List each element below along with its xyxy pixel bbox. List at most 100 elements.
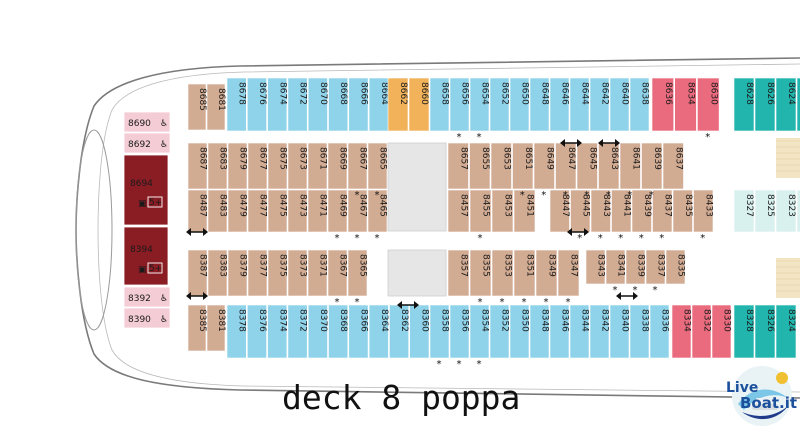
cabin-8383[interactable]: 8383	[207, 249, 228, 297]
cabin-8692[interactable]: 8692♿	[123, 132, 171, 154]
cabin-8642[interactable]: 8642	[589, 77, 610, 132]
cabin-8643[interactable]: 8643	[598, 142, 620, 190]
cabin-8679[interactable]: 8679	[227, 142, 248, 190]
cabin-8334[interactable]: 8334	[671, 304, 692, 359]
cabin-8455[interactable]: 8455	[469, 189, 492, 233]
cabin-8341[interactable]: 8341	[605, 249, 626, 285]
cabin-8360[interactable]: 8360	[409, 304, 430, 359]
cabin-8479[interactable]: 8479	[227, 189, 248, 233]
cabin-8390[interactable]: 8390♿	[123, 307, 171, 329]
cabin-8323[interactable]: 8323	[775, 189, 797, 233]
cabin-8392[interactable]: 8392♿	[123, 286, 171, 308]
cabin-8653[interactable]: 8653	[490, 142, 512, 190]
cabin-8644[interactable]: 8644	[569, 77, 590, 132]
cabin-8368[interactable]: 8368	[328, 304, 349, 359]
cabin-8373[interactable]: 8373	[287, 249, 308, 297]
cabin-8325[interactable]: 8325	[754, 189, 776, 233]
cabin-8656[interactable]: 8656	[449, 77, 470, 132]
cabin-8475[interactable]: 8475	[267, 189, 288, 233]
cabin-8339[interactable]: 8339	[625, 249, 646, 285]
cabin-8437[interactable]: 8437	[652, 189, 673, 233]
cabin-8342[interactable]: 8342	[589, 304, 610, 359]
cabin-8690[interactable]: 8690♿	[123, 111, 171, 133]
cabin-8624[interactable]: 8624	[775, 77, 797, 132]
cabin-8626[interactable]: 8626	[754, 77, 776, 132]
cabin-8385[interactable]: 8385	[187, 304, 207, 352]
cabin-8371[interactable]: 8371	[307, 249, 328, 297]
cabin-8622[interactable]: 8622	[796, 77, 800, 132]
cabin-8678[interactable]: 8678	[226, 77, 247, 132]
cabin-8674[interactable]: 8674	[267, 77, 288, 132]
suite-8694[interactable]: 8694▣5+	[123, 154, 169, 226]
cabin-8652[interactable]: 8652	[489, 77, 510, 132]
cabin-8357[interactable]: 8357	[447, 249, 470, 297]
suite-8394[interactable]: 8394▣5+	[123, 226, 169, 286]
cabin-8433[interactable]: 8433	[693, 189, 714, 233]
cabin-8362[interactable]: 8362	[389, 304, 409, 359]
cabin-8457[interactable]: 8457	[447, 189, 470, 233]
cabin-8336[interactable]: 8336	[649, 304, 670, 359]
cabin-8441[interactable]: 8441	[611, 189, 632, 233]
cabin-8340[interactable]: 8340	[609, 304, 630, 359]
cabin-8321[interactable]: 8321	[796, 189, 800, 233]
cabin-8365[interactable]: 8365	[347, 249, 368, 297]
cabin-8335[interactable]: 8335	[665, 249, 686, 285]
cabin-8668[interactable]: 8668	[328, 77, 349, 132]
cabin-8673[interactable]: 8673	[287, 142, 308, 190]
cabin-8375[interactable]: 8375	[267, 249, 288, 297]
cabin-8683[interactable]: 8683	[207, 142, 228, 190]
cabin-8358[interactable]: 8358	[429, 304, 450, 359]
cabin-8343[interactable]: 8343	[585, 249, 606, 285]
cabin-8648[interactable]: 8648	[529, 77, 550, 132]
cabin-8639[interactable]: 8639	[641, 142, 663, 190]
cabin-8324[interactable]: 8324	[775, 304, 797, 359]
cabin-8379[interactable]: 8379	[227, 249, 248, 297]
cabin-8658[interactable]: 8658	[429, 77, 450, 132]
cabin-8377[interactable]: 8377	[247, 249, 268, 297]
cabin-8670[interactable]: 8670	[307, 77, 328, 132]
cabin-8646[interactable]: 8646	[549, 77, 570, 132]
cabin-8487[interactable]: 8487	[187, 189, 208, 233]
cabin-8651[interactable]: 8651	[512, 142, 534, 190]
cabin-8477[interactable]: 8477	[247, 189, 268, 233]
cabin-8685[interactable]: 8685	[187, 83, 207, 131]
cabin-8355[interactable]: 8355	[469, 249, 492, 297]
cabin-8443[interactable]: 8443	[590, 189, 611, 233]
cabin-8351[interactable]: 8351	[513, 249, 536, 297]
cabin-8630[interactable]: 8630	[697, 77, 720, 132]
cabin-8473[interactable]: 8473	[287, 189, 308, 233]
cabin-8337[interactable]: 8337	[645, 249, 666, 285]
cabin-8662[interactable]: 8662	[387, 77, 409, 132]
cabin-8374[interactable]: 8374	[267, 304, 288, 359]
cabin-8465[interactable]: 8465	[367, 189, 388, 233]
cabin-8667[interactable]: 8667	[347, 142, 368, 190]
cabin-8665[interactable]: 8665	[367, 142, 388, 190]
cabin-8435[interactable]: 8435	[672, 189, 693, 233]
cabin-8666[interactable]: 8666	[348, 77, 369, 132]
cabin-8638[interactable]: 8638	[629, 77, 650, 132]
cabin-8328[interactable]: 8328	[733, 304, 755, 359]
cabin-8647[interactable]: 8647	[555, 142, 577, 190]
cabin-8376[interactable]: 8376	[247, 304, 267, 359]
cabin-8669[interactable]: 8669	[327, 142, 348, 190]
cabin-8353[interactable]: 8353	[491, 249, 514, 297]
cabin-8660[interactable]: 8660	[408, 77, 430, 132]
cabin-8676[interactable]: 8676	[247, 77, 267, 132]
cabin-8367[interactable]: 8367	[327, 249, 348, 297]
cabin-8687[interactable]: 8687	[187, 142, 208, 190]
cabin-8657[interactable]: 8657	[447, 142, 469, 190]
cabin-8381[interactable]: 8381	[206, 304, 226, 352]
cabin-8649[interactable]: 8649	[533, 142, 555, 190]
cabin-8483[interactable]: 8483	[207, 189, 228, 233]
cabin-8370[interactable]: 8370	[307, 304, 328, 359]
cabin-8672[interactable]: 8672	[287, 77, 308, 132]
cabin-8467[interactable]: 8467	[347, 189, 368, 233]
cabin-8471[interactable]: 8471	[307, 189, 328, 233]
cabin-8439[interactable]: 8439	[631, 189, 652, 233]
cabin-8356[interactable]: 8356	[449, 304, 470, 359]
cabin-8349[interactable]: 8349	[535, 249, 558, 297]
cabin-8344[interactable]: 8344	[569, 304, 590, 359]
cabin-8636[interactable]: 8636	[651, 77, 675, 132]
cabin-8451[interactable]: 8451	[513, 189, 536, 233]
cabin-8664[interactable]: 8664	[368, 77, 389, 132]
